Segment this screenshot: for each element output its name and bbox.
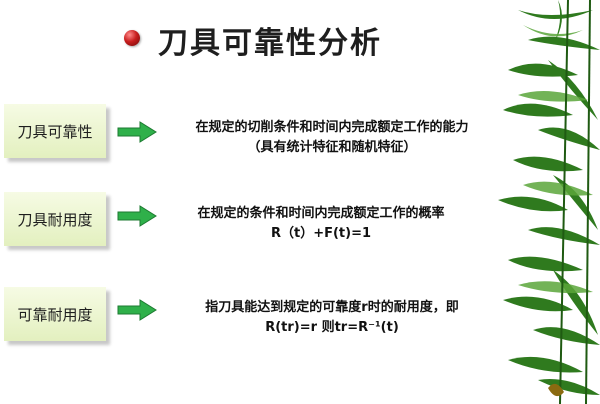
slide-title: 刀具可靠性分析	[158, 26, 382, 61]
definition-text: 在规定的切削条件和时间内完成额定工作的能力 （具有统计特征和随机特征）	[162, 118, 502, 158]
definition-line: 在规定的切削条件和时间内完成额定工作的能力	[195, 120, 469, 135]
right-arrow-icon	[117, 205, 157, 227]
definition-line: R（t）+F(t)=1	[270, 226, 372, 241]
right-arrow-icon	[117, 299, 157, 321]
label-text: 可靠耐用度	[17, 305, 93, 324]
title-bullet-icon	[124, 30, 140, 46]
definition-text: 在规定的条件和时间内完成额定工作的概率 R（t）+F(t)=1	[162, 204, 480, 244]
label-box-reliable-durability: 可靠耐用度	[4, 287, 106, 341]
bamboo-leaves-decoration	[498, 0, 600, 404]
label-text: 刀具耐用度	[17, 210, 93, 229]
definition-line: （具有统计特征和随机特征）	[247, 140, 417, 155]
definition-text: 指刀具能达到规定的可靠度r时的耐用度，即 R(tr)=r 则tr=R⁻¹(t)	[162, 298, 502, 338]
label-box-reliability: 刀具可靠性	[4, 104, 106, 158]
label-text: 刀具可靠性	[17, 122, 93, 141]
definition-line: R(tr)=r 则tr=R⁻¹(t)	[265, 320, 399, 335]
definition-line: 在规定的条件和时间内完成额定工作的概率	[197, 206, 445, 221]
definition-line: 指刀具能达到规定的可靠度r时的耐用度，即	[205, 300, 459, 315]
right-arrow-icon	[117, 121, 157, 143]
label-box-durability: 刀具耐用度	[4, 192, 106, 246]
